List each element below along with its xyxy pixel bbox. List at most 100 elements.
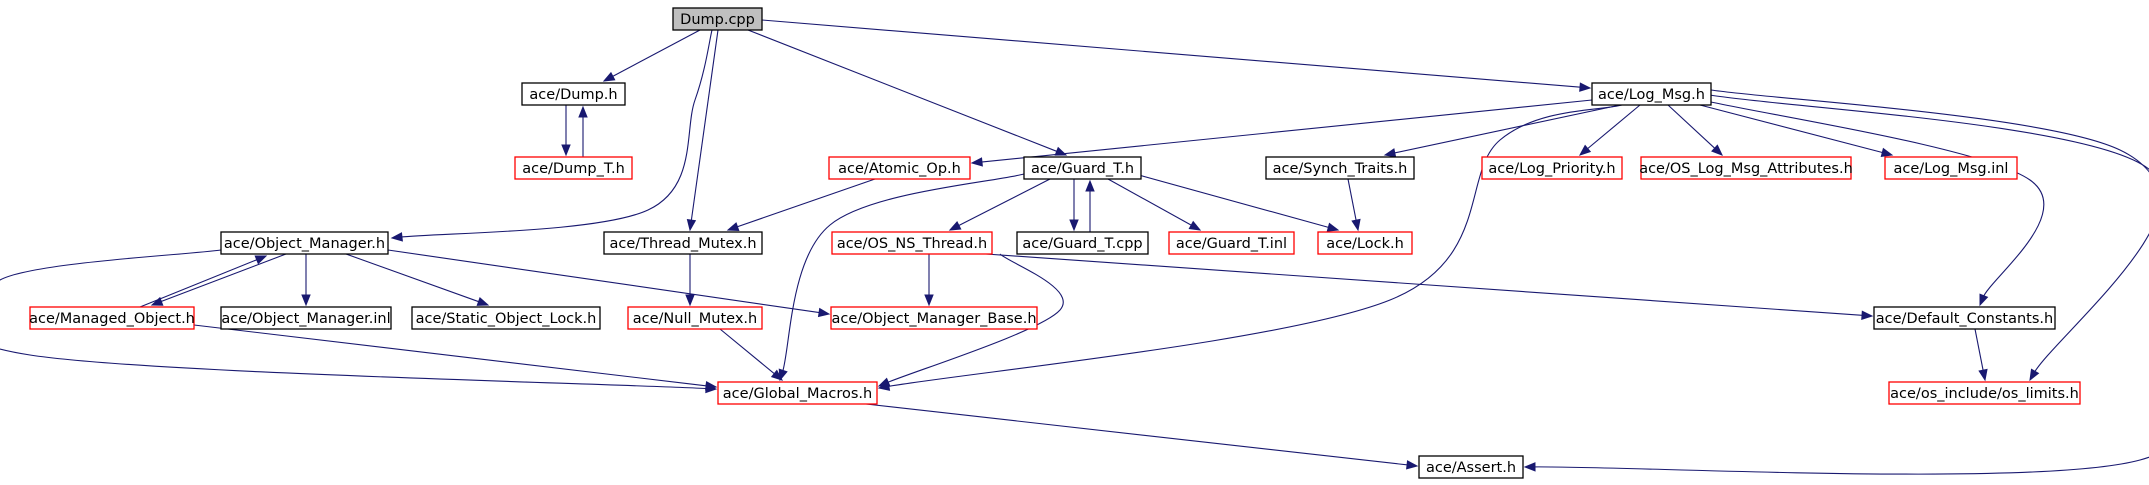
node-label: ace/Dump_T.h [522,161,625,177]
edge-arrowhead [1978,368,1988,382]
edge-arrowhead [1383,148,1397,158]
edge-line [610,29,701,78]
node-ace_os_ns_thread_h[interactable]: ace/OS_NS_Thread.h [831,231,993,255]
node-ace_default_constants_h[interactable]: ace/Default_Constants.h [1873,306,2056,330]
node-ace_thread_mutex_h[interactable]: ace/Thread_Mutex.h [603,231,763,255]
node-label: ace/Guard_T.cpp [1022,236,1142,252]
node-ace_os_log_msg_attributes_h[interactable]: ace/OS_Log_Msg_Attributes.h [1639,156,1853,180]
node-ace_object_manager_h[interactable]: ace/Object_Manager.h [220,231,389,255]
node-ace_guard_t_cpp[interactable]: ace/Guard_T.cpp [1016,231,1149,255]
node-ace_static_object_lock_h[interactable]: ace/Static_Object_Lock.h [411,306,601,330]
node-ace_object_manager_inl[interactable]: ace/Object_Manager.inl [220,306,392,330]
edge-ace_global_macros_h-to-ace_assert_h [865,403,1419,470]
node-ace_lock_h[interactable]: ace/Lock.h [1317,231,1413,255]
edge-line [979,99,1593,163]
node-box [29,306,195,330]
node-ace_dump_h[interactable]: ace/Dump.h [521,82,626,106]
node-ace_guard_t_inl[interactable]: ace/Guard_T.inl [1168,231,1295,255]
edge-dump_cpp-to-ace_log_msg_h [761,19,1592,92]
node-box [1168,231,1295,255]
edge-ace_os_ns_thread_h-to-ace_global_macros_h [877,253,1064,387]
node-ace_log_priority_h[interactable]: ace/Log_Priority.h [1481,156,1623,180]
edge-ace_thread_mutex_h-to-ace_null_mutex_h [685,254,695,307]
node-ace_guard_t_h[interactable]: ace/Guard_T.h [1023,156,1142,180]
node-label: ace/Object_Manager_Base.h [831,311,1036,327]
edge-ace_dump_h-to-ace_dump_t_h [561,105,571,157]
node-box [1481,156,1623,180]
edge-line [865,403,1410,466]
nodes-layer: Dump.cppace/Dump.hace/Dump_T.hace/Log_Ms… [29,7,2081,479]
node-label: ace/os_include/os_limits.h [1890,386,2079,402]
edge-ace_guard_t_h-to-ace_guard_t_cpp [1069,179,1079,232]
node-ace_assert_h[interactable]: ace/Assert.h [1418,455,1524,479]
node-ace_object_manager_base_h[interactable]: ace/Object_Manager_Base.h [830,306,1038,330]
node-box [1884,156,2018,180]
node-box [1016,231,1149,255]
edge-arrowhead [1326,222,1340,232]
node-box [220,231,389,255]
node-box [220,306,392,330]
edge-arrowhead [476,296,490,306]
node-box [411,306,601,330]
node-label: ace/Lock.h [1326,236,1404,252]
node-label: ace/Dump.h [529,87,617,103]
node-label: ace/OS_NS_Thread.h [837,236,987,252]
node-label: ace/Default_Constants.h [1876,311,2053,327]
edge-ace_object_manager_h-to-ace_object_manager_inl [301,254,311,307]
edge-arrowhead [686,218,697,232]
edge-ace_atomic_op_h-to-ace_thread_mutex_h [726,178,876,232]
edge-ace_managed_object_h-to-ace_object_manager_h [139,255,268,308]
node-box [830,306,1038,330]
node-ace_log_msg_inl[interactable]: ace/Log_Msg.inl [1884,156,2018,180]
edge-line [193,324,709,387]
edge-line [886,104,1623,388]
edge-arrowhead [948,221,962,231]
node-ace_log_msg_h[interactable]: ace/Log_Msg.h [1591,82,1712,106]
node-ace_managed_object_h[interactable]: ace/Managed_Object.h [29,306,195,330]
edge-line [387,249,822,314]
edge-arrowhead [1406,460,1419,470]
edge-ace_log_msg_h-to-ace_os_log_msg_attributes_h [1667,104,1723,156]
edge-line [345,253,481,303]
edge-ace_synch_traits_h-to-ace_lock_h [1347,178,1361,232]
edge-line [735,178,876,228]
edge-ace_null_mutex_h-to-ace_global_macros_h [719,328,784,381]
edge-ace_log_msg_h-to-ace_atomic_op_h [970,99,1593,167]
edge-line [1709,94,2149,374]
node-ace_os_include_os_limits_h[interactable]: ace/os_include/os_limits.h [1888,381,2081,405]
node-ace_atomic_op_h[interactable]: ace/Atomic_Op.h [828,156,971,180]
edge-ace_guard_t_h-to-ace_global_macros_h [778,173,1025,382]
node-ace_synch_traits_h[interactable]: ace/Synch_Traits.h [1265,156,1415,180]
node-label: ace/Managed_Object.h [29,311,195,327]
edge-line [159,253,287,303]
edge-arrowhead [1188,220,1202,231]
node-box [1888,381,2081,405]
node-label: ace/Global_Macros.h [723,386,872,402]
edge-ace_default_constants_h-to-ace_os_include_os_limits_h [1974,328,1988,382]
edge-line [0,249,709,390]
edge-line [1107,178,1194,227]
node-box [828,156,971,180]
edge-ace_object_manager_h-to-ace_static_object_lock_h [345,253,490,306]
edge-arrowhead [1069,219,1079,232]
edge-arrowhead [1979,293,1989,307]
edge-arrowhead [685,294,695,307]
edge-dump_cpp-to-ace_thread_mutex_h [686,29,719,232]
edge-line [1134,173,1331,229]
edge-arrowhead [254,255,268,265]
edge-ace_dump_t_h-to-ace_dump_h [578,105,588,157]
edge-ace_object_manager_h-to-ace_managed_object_h [150,253,287,306]
edge-arrowhead [1523,462,1536,472]
node-ace_null_mutex_h[interactable]: ace/Null_Mutex.h [627,306,763,330]
edge-ace_guard_t_h-to-ace_guard_t_inl [1107,178,1202,231]
node-box [1418,455,1524,479]
edge-ace_log_msg_h-to-ace_synch_traits_h [1383,104,1621,158]
node-ace_global_macros_h[interactable]: ace/Global_Macros.h [717,381,878,405]
edge-line [1347,178,1357,223]
edge-arrowhead [970,157,983,167]
node-label: ace/Object_Manager.inl [221,311,390,327]
node-ace_dump_t_h[interactable]: ace/Dump_T.h [514,156,633,180]
edge-arrowhead [1579,82,1592,92]
edge-line [1699,104,1885,154]
edge-ace_log_msg_h-to-ace_default_constants_h [1701,99,2045,307]
